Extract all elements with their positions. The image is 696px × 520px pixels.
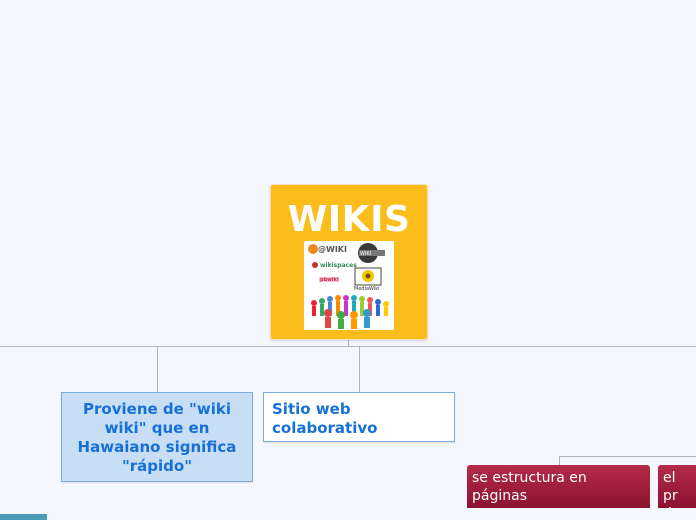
wiki-collage-graphic: @WIKI WIKI wikispaces pbwiki MediaWiki: [308, 243, 389, 329]
people-circle-graphic: [311, 295, 389, 329]
logo-pbwiki: pbwiki: [320, 277, 339, 283]
node-sitio-web[interactable]: Sitio web colaborativo: [263, 392, 455, 442]
connector-to-node-origin: [157, 346, 158, 392]
subnode-documento-label: el pr docu: [663, 470, 696, 508]
subnode-estructura[interactable]: se estructura en páginas: [467, 465, 650, 508]
connector-subnodes-horizontal: [559, 456, 696, 457]
logo-at-wiki: @WIKI: [318, 245, 347, 254]
node-origin-definition[interactable]: Proviene de "wiki wiki" que en Hawaiano …: [61, 392, 253, 482]
connector-to-node-sitio: [359, 346, 360, 392]
logo-wiki-badge: WIKI: [360, 251, 371, 257]
root-topic-wikis[interactable]: WIKIS @WIKI WIKI wikispaces pbwiki Media…: [270, 184, 428, 340]
corner-tab[interactable]: [0, 514, 47, 520]
logo-mediawiki: MediaWiki: [354, 286, 380, 292]
subnode-estructura-label: se estructura en páginas: [472, 470, 587, 504]
root-title: WIKIS: [287, 199, 411, 240]
wiki-logos-image: @WIKI WIKI wikispaces pbwiki MediaWiki: [304, 241, 394, 330]
connector-root-stem: [348, 338, 349, 347]
logo-wikispaces: wikispaces: [320, 262, 357, 269]
subnode-documento[interactable]: el pr docu: [658, 465, 696, 508]
connector-subnodes-stem: [559, 456, 560, 465]
